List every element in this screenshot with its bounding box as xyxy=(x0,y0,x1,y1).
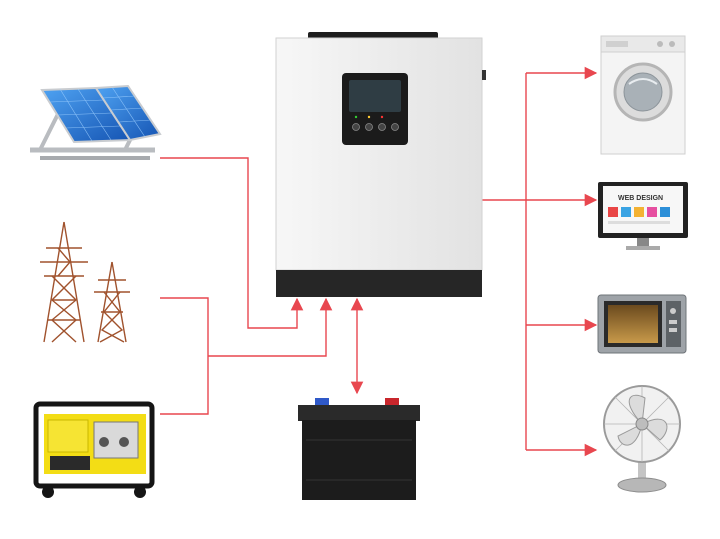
microwave-icon xyxy=(597,294,687,354)
battery-icon xyxy=(298,398,420,500)
monitor-icon: WEB DESIGN xyxy=(598,182,688,250)
generator-icon xyxy=(33,401,155,498)
fan-icon xyxy=(603,385,681,493)
washing-machine-icon xyxy=(600,35,686,155)
wire-grid xyxy=(160,297,209,415)
solar-panel-icon xyxy=(30,84,162,160)
inverter-icon xyxy=(275,32,486,297)
power-tower-icon xyxy=(40,221,130,343)
monitor-screen-title: WEB DESIGN xyxy=(618,195,663,202)
wires xyxy=(160,66,598,457)
wire-generator-bus xyxy=(208,297,333,357)
wire-solar xyxy=(160,157,304,329)
